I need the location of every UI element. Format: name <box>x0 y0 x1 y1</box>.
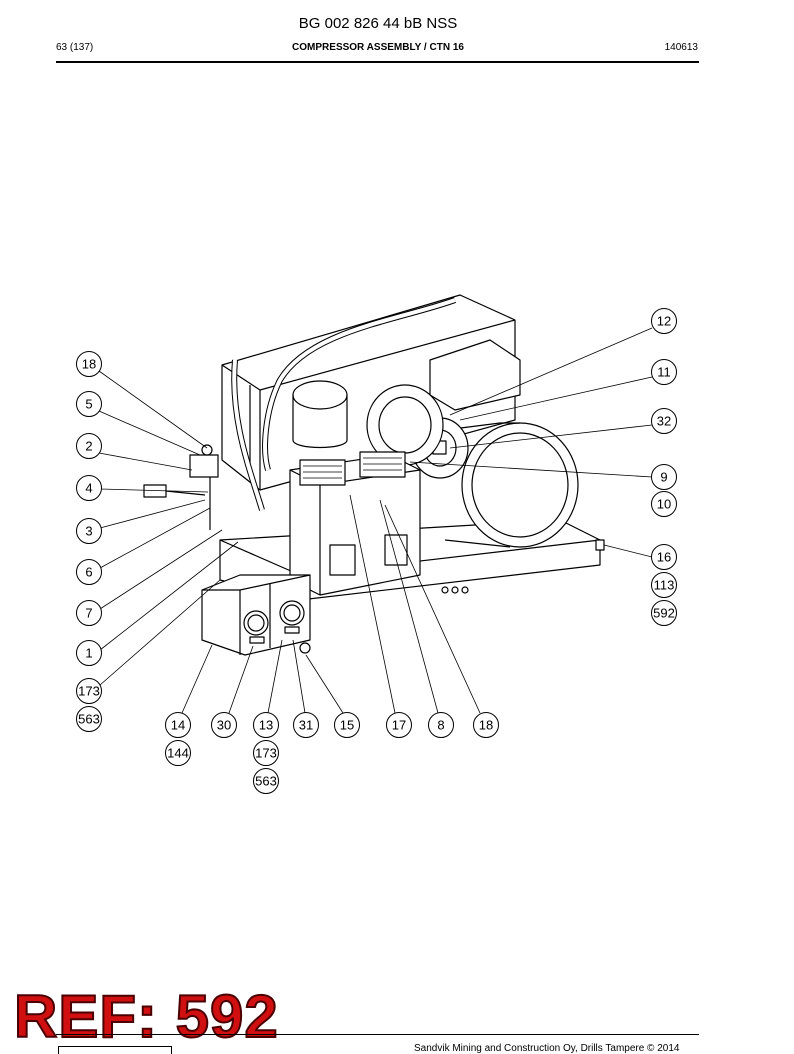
callout-label: 563 <box>255 774 277 789</box>
callout-144: 144 <box>165 740 191 766</box>
callout-label: 9 <box>660 470 667 485</box>
document-number: BG 002 826 44 bB NSS <box>298 15 458 32</box>
callout-label: 11 <box>657 365 671 380</box>
callout-label: 16 <box>657 550 671 565</box>
callout-label: 12 <box>657 314 671 329</box>
callout-592: 592 <box>651 600 677 626</box>
callout-10: 10 <box>651 491 677 517</box>
callout-5: 5 <box>76 391 102 417</box>
callout-label: 13 <box>259 718 273 733</box>
callout-14: 14 <box>165 712 191 738</box>
section-title: COMPRESSOR ASSEMBLY / CTN 16 <box>292 42 464 53</box>
callout-label: 14 <box>171 718 185 733</box>
callout-bubbles: 18 5 2 4 3 6 7 1 173 563 12 11 32 9 10 1… <box>76 308 677 794</box>
header-rule <box>56 61 699 63</box>
callout-label: 173 <box>78 684 100 699</box>
callout-1: 1 <box>76 640 102 666</box>
callout-18-b: 18 <box>473 712 499 738</box>
callout-30: 30 <box>211 712 237 738</box>
callout-label: 17 <box>392 718 406 733</box>
callout-113: 113 <box>651 572 677 598</box>
callout-13: 13 <box>253 712 279 738</box>
callout-2: 2 <box>76 433 102 459</box>
callout-label: 4 <box>85 481 92 496</box>
callout-18: 18 <box>76 351 102 377</box>
callout-label: 18 <box>82 357 96 372</box>
callout-label: 7 <box>85 606 92 621</box>
callout-label: 563 <box>78 712 100 727</box>
callout-label: 113 <box>654 578 675 593</box>
callout-label: 173 <box>255 746 277 761</box>
callout-label: 30 <box>217 718 231 733</box>
callout-31: 31 <box>293 712 319 738</box>
callout-563-b: 563 <box>253 768 279 794</box>
callout-label: 3 <box>85 524 92 539</box>
company-logo <box>58 1046 172 1054</box>
callout-label: 144 <box>167 746 189 761</box>
callout-label: 18 <box>479 718 493 733</box>
callout-label: 5 <box>85 397 92 412</box>
assembly-illustration <box>143 294 605 656</box>
callout-7: 7 <box>76 600 102 626</box>
callout-8: 8 <box>428 712 454 738</box>
callout-12: 12 <box>651 308 677 334</box>
callout-15: 15 <box>334 712 360 738</box>
leader-lines <box>98 327 653 714</box>
callout-label: 10 <box>657 497 671 512</box>
callout-6: 6 <box>76 559 102 585</box>
callout-16: 16 <box>651 544 677 570</box>
callout-label: 8 <box>437 718 444 733</box>
callout-label: 2 <box>85 439 92 454</box>
footer-copyright: Sandvik Mining and Construction Oy, Dril… <box>414 1043 680 1053</box>
callout-label: 6 <box>85 565 92 580</box>
callout-label: 1 <box>85 646 92 661</box>
page-number: 63 (137) <box>56 42 94 53</box>
callout-label: 592 <box>653 606 675 621</box>
callout-32: 32 <box>651 408 677 434</box>
reference-stamp: REF: 592 <box>13 982 279 1051</box>
callout-4: 4 <box>76 475 102 501</box>
callout-label: 31 <box>299 718 313 733</box>
callout-11: 11 <box>651 359 677 385</box>
callout-173: 173 <box>76 678 102 704</box>
footer-rule <box>56 1034 699 1035</box>
callout-label: 32 <box>657 414 671 429</box>
callout-label: 15 <box>340 718 354 733</box>
callout-563: 563 <box>76 706 102 732</box>
callout-173-b: 173 <box>253 740 279 766</box>
date-code: 140613 <box>664 42 698 53</box>
callout-17: 17 <box>386 712 412 738</box>
callout-9: 9 <box>651 464 677 490</box>
callout-3: 3 <box>76 518 102 544</box>
